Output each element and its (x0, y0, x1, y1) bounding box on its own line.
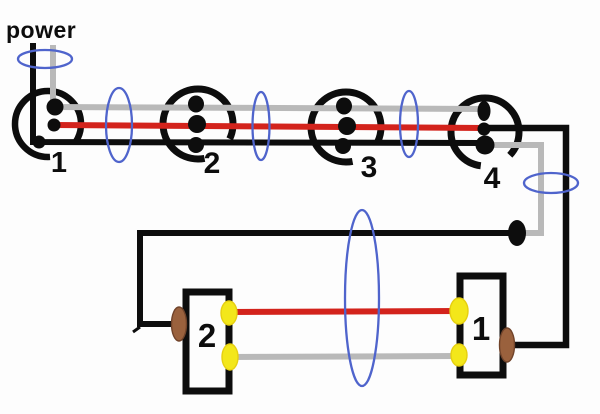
fixture-2-dot-1 (188, 95, 204, 113)
corner-tick (132, 325, 141, 334)
switch-2-terminal-brown-1 (170, 306, 188, 342)
switch-2-box (182, 288, 233, 395)
fixture-3-dot-2 (338, 117, 356, 135)
fixture-1-label: 1 (51, 147, 67, 179)
marker-drop-cable (522, 171, 580, 195)
fixture-3-dot-3 (335, 138, 351, 154)
switch-1-terminal-yellow-2 (450, 343, 468, 367)
marker-power-cable (16, 48, 74, 70)
marker-run-3-4 (398, 89, 420, 159)
fixture-2-dot-3 (188, 137, 204, 153)
fixture-2-label: 2 (204, 147, 221, 180)
switch-1-terminal-brown-3 (498, 327, 516, 363)
fixture-2-dot-2 (188, 115, 206, 133)
fixture-1-dot-1 (46, 98, 64, 116)
marker-run-2-3 (251, 90, 271, 162)
fixture-4-outline (447, 94, 523, 170)
fixture-4-label: 4 (484, 162, 501, 195)
fixture-4-dot-1 (477, 101, 491, 121)
switch-1-label: 1 (472, 310, 490, 347)
fixture-4-dot-2 (477, 122, 491, 136)
marker-switch-cable (343, 208, 381, 388)
fixture-4-dot-3 (475, 135, 495, 155)
switch-1-terminal-yellow-1 (449, 297, 469, 325)
power-label: power (6, 17, 77, 43)
fixture-1-dot-2 (47, 118, 61, 132)
wire-fixture4-jumper-gray (485, 142, 544, 236)
wire-traveler-gray (229, 353, 459, 360)
switch-2-terminal-yellow-2 (220, 300, 238, 326)
fixture-1-dot-3 (32, 135, 46, 149)
switch-2-label: 2 (198, 317, 216, 354)
marker-run-1-2 (104, 86, 134, 164)
switch-2-terminal-yellow-3 (221, 343, 239, 371)
junction-dot (508, 220, 526, 246)
wire-traveler-red (229, 308, 459, 315)
fixture-3-label: 3 (361, 151, 378, 184)
switch-1-box (456, 272, 507, 379)
wire-switch2-feed-black (137, 230, 511, 327)
fixture-3-dot-1 (336, 97, 352, 115)
wire-switch1-return-black (484, 124, 570, 349)
